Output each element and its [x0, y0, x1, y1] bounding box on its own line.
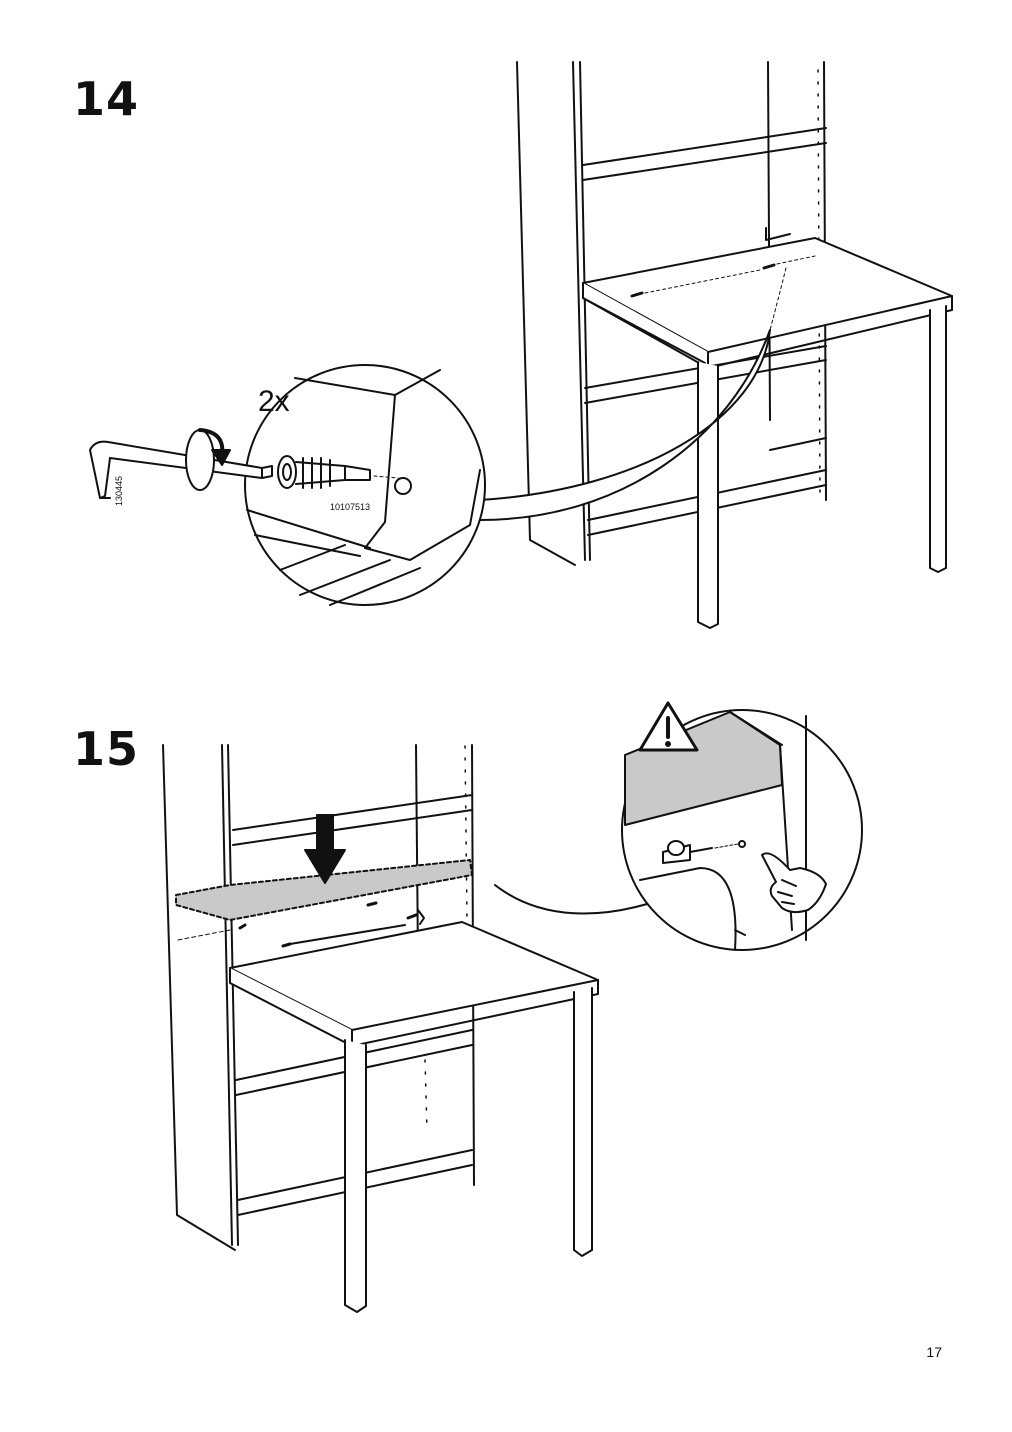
step-number-15: 15: [73, 722, 140, 776]
bookcase-14: [516, 61, 827, 566]
page-number: 17: [926, 1344, 942, 1360]
bookcase-15: [162, 744, 475, 1251]
zoom-connector-15: [494, 884, 661, 915]
part-number-screw: 10107513: [330, 502, 370, 512]
shelf-15: [175, 859, 473, 921]
down-arrow-icon: [304, 814, 346, 884]
table-15: [229, 901, 599, 1313]
step-14-illustration: 2x 10107513 130445: [89, 61, 953, 629]
step-number-14: 14: [73, 72, 140, 126]
rotate-arrow-icon: [185, 428, 231, 491]
quantity-label: 2x: [258, 385, 290, 418]
pointing-hand-icon: [761, 852, 827, 914]
detail-circle-14: [244, 364, 486, 606]
table-14: [582, 227, 953, 629]
step-15-illustration: [162, 701, 863, 1313]
part-number-key: 130445: [114, 476, 124, 506]
warning-triangle-icon: [638, 701, 699, 752]
